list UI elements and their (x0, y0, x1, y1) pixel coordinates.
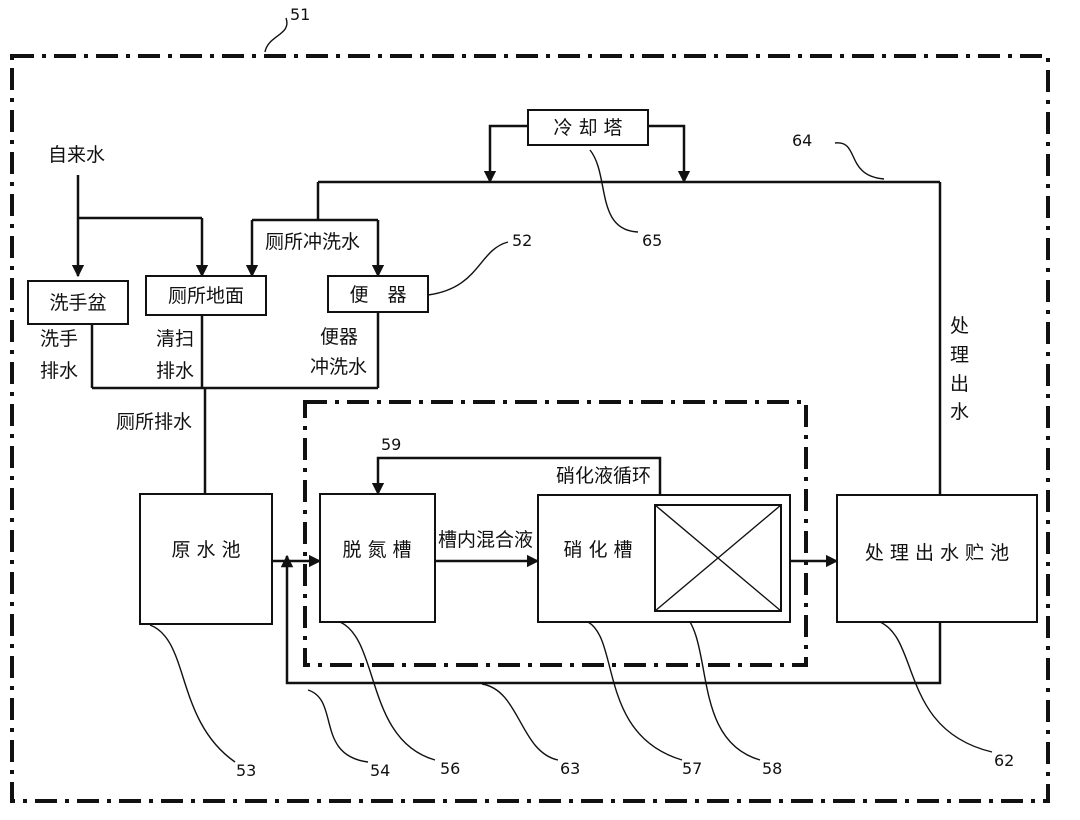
ref-57: 57 (682, 759, 702, 778)
ref-56: 56 (440, 759, 460, 778)
nitrate-recycle-label: 硝化液循环 (556, 465, 651, 487)
hand-wash-drain-label-2: 排水 (40, 360, 78, 382)
ref-63: 63 (560, 759, 580, 778)
reference-leader-lines (149, 17, 993, 763)
treated-outflow-label-1: 处 (950, 315, 969, 337)
cooling-tower-lines (483, 124, 691, 184)
cooling-tower-box (527, 109, 649, 146)
ref-59: 59 (381, 435, 401, 454)
ref-58: 58 (762, 759, 782, 778)
urinal-box (327, 275, 429, 313)
denitrification-tank-box (319, 493, 436, 623)
urinal-flush-label-1: 便器 (320, 326, 358, 348)
treated-water-storage-box (836, 494, 1038, 623)
toilet-floor-label: 厕所地面 (168, 285, 244, 307)
treated-outflow-label-2: 理 (950, 344, 969, 366)
urinal-flush-label-2: 冲洗水 (310, 356, 367, 378)
toilet-drain-label: 厕所排水 (116, 411, 192, 433)
hand-wash-drain-label-1: 洗手 (40, 328, 78, 350)
ref-62: 62 (994, 751, 1014, 770)
treated-outflow-label-4: 水 (950, 401, 969, 423)
raw-water-pool-box (139, 493, 273, 625)
system-boundary (10, 54, 1050, 803)
treated-outflow-label-3: 出 (950, 373, 969, 395)
aeration-unit (654, 504, 782, 612)
cooling-tower-label: 冷 却 塔 (553, 117, 622, 139)
tap-water-label: 自来水 (48, 144, 105, 166)
denitrification-tank-label: 脱 氮 槽 (342, 539, 411, 561)
ref-54: 54 (370, 761, 390, 780)
ref-65: 65 (642, 231, 662, 250)
wash-basin-box (27, 280, 129, 325)
treated-water-return-lines (245, 180, 942, 495)
ref-52: 52 (512, 231, 532, 250)
toilet-floor-box (145, 275, 267, 316)
treated-water-storage-label: 处 理 出 水 贮 池 (865, 542, 1009, 564)
cleaning-drain-label-1: 清扫 (156, 328, 194, 350)
toilet-flush-water-label: 厕所冲洗水 (265, 231, 360, 253)
ref-53: 53 (236, 761, 256, 780)
ref-64: 64 (792, 131, 812, 150)
treatment-unit-boundary (303, 400, 808, 667)
mixed-liquor-label: 槽内混合液 (438, 529, 533, 551)
cleaning-drain-label-2: 排水 (156, 360, 194, 382)
urinal-label: 便 器 (349, 284, 406, 306)
ref-51: 51 (290, 5, 310, 24)
raw-water-pool-label: 原 水 池 (171, 539, 240, 561)
nitrification-tank-label: 硝 化 槽 (563, 539, 632, 561)
tap-water-feed-lines (71, 175, 209, 278)
wash-basin-label: 洗手盆 (49, 292, 106, 314)
toilet-drain-lines (90, 312, 380, 494)
